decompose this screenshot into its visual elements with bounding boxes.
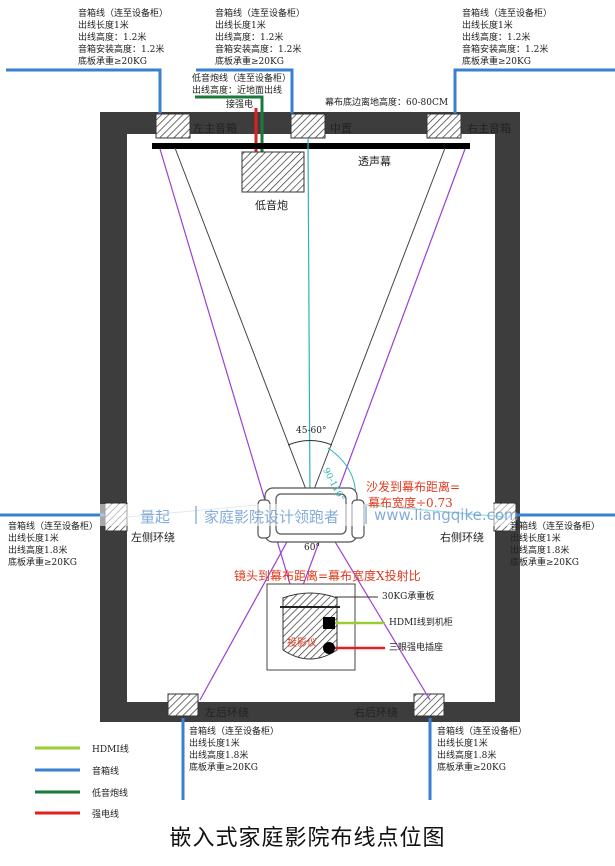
- note-side-right: 音箱线（连至设备柜） 出线长度1米 出线高度1.8米 底板承重≥20KG: [510, 522, 601, 568]
- speaker-right-main: [426, 113, 462, 139]
- watermark-band: [100, 504, 515, 526]
- speaker-left-main: [155, 113, 191, 139]
- legend-hdmi: HDMI线: [92, 745, 129, 755]
- arc-front: [287, 440, 333, 446]
- speaker-center: [290, 113, 326, 139]
- power-socket: [323, 642, 335, 654]
- note-power: 接强电: [226, 100, 254, 110]
- sight-right-main: [309, 147, 446, 501]
- legend-sub: 低音炮线: [92, 789, 129, 799]
- note-hdmi: HDMI线到机柜: [389, 618, 453, 628]
- legend-power: 强电线: [92, 810, 120, 820]
- sight-center: [307, 137, 311, 501]
- label-screen: 透声幕: [358, 155, 391, 168]
- note-socket: 三眼强电插座: [389, 643, 444, 653]
- speaker-left-rear: [167, 693, 199, 717]
- projector-shape: [282, 592, 338, 660]
- screen-height-note: 幕布底边离地高度：60-80CM: [325, 98, 449, 108]
- watermark-slogan: 家庭影院设计领跑者: [204, 508, 340, 526]
- note-top-left: 音箱线（连至设备柜） 出线长度1米 出线高度：1.2米 音箱安装高度：1.2米 …: [78, 9, 169, 67]
- screen-bar: [152, 143, 470, 149]
- note-top-right: 音箱线（连至设备柜） 出线长度1米 出线高度：1.2米 音箱安装高度：1.2米 …: [462, 9, 553, 67]
- label-subwoofer: 低音炮: [255, 199, 288, 212]
- sofa-distance-line1: 沙发到幕布距离=: [366, 480, 461, 494]
- hdmi-port: [323, 617, 335, 629]
- note-subwoofer: 低音炮线（连至设备柜） 出线高度：近地面出线: [192, 74, 292, 96]
- lens-distance: 镜头到幕布距离=幕布宽度X投射比: [234, 569, 421, 583]
- label-left-rear: 左后环绕: [205, 706, 249, 719]
- label-left-main: 左主音箱: [193, 122, 237, 135]
- note-board: 30KG承重板: [382, 592, 435, 602]
- note-side-left: 音箱线（连至设备柜） 出线长度1米 出线高度1.8米 底板承重≥20KG: [8, 522, 99, 568]
- angle-front: 45-60°: [296, 426, 327, 436]
- watermark-url: www.liangqike.com: [374, 506, 519, 524]
- label-right-side: 右侧环绕: [440, 531, 484, 544]
- wire-right-main: [453, 68, 615, 118]
- speaker-right-rear: [413, 693, 445, 717]
- speaker-subwoofer: [241, 151, 305, 193]
- sofa-distance-line2: 幕布宽度÷0.73: [368, 496, 453, 510]
- wire-subwoofer: [195, 95, 264, 152]
- legend-speaker: 音箱线: [92, 767, 120, 777]
- note-top-center: 音箱线（连至设备柜） 出线长度1米 出线高度：1.2米 音箱安装高度：1.2米 …: [215, 9, 306, 67]
- label-center: 中置: [330, 122, 352, 135]
- wire-left-main: [6, 68, 162, 118]
- label-left-side: 左侧环绕: [131, 531, 175, 544]
- projector-label: 投影仪: [287, 638, 317, 649]
- sight-left-main: [174, 147, 311, 501]
- note-rear-left: 音箱线（连至设备柜） 出线长度1米 出线高度1.8米 底板承重≥20KG: [189, 727, 280, 773]
- watermark-brand: 量起: [140, 508, 171, 526]
- label-right-main: 右主音箱: [467, 122, 511, 135]
- wire-center: [196, 68, 294, 118]
- label-right-rear: 右后环绕: [354, 706, 398, 719]
- page-title: 嵌入式家庭影院布线点位图: [169, 826, 446, 851]
- angle-bottom: 60°: [304, 543, 320, 553]
- note-rear-right: 音箱线（连至设备柜） 出线长度1米 出线高度1.8米 底板承重≥20KG: [437, 727, 528, 773]
